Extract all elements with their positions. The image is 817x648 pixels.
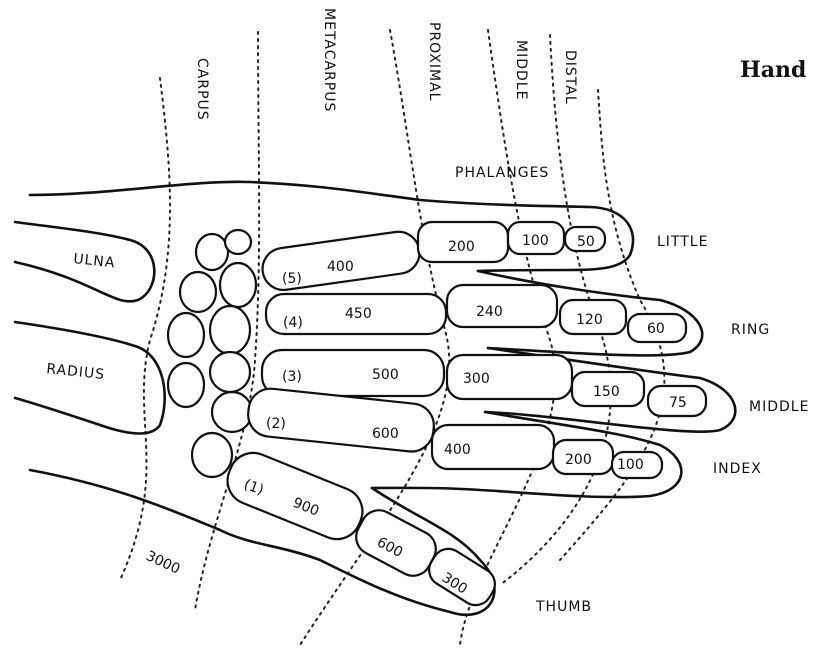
value-ring-proximal: 240	[476, 304, 503, 320]
value-middle-metacarpal: 500	[372, 367, 399, 383]
value-little-proximal: 200	[448, 239, 475, 255]
value-ring-middle: 120	[576, 312, 603, 328]
digit-number-5: (5)	[282, 271, 302, 287]
carpal-bone	[220, 263, 256, 307]
value-middle-middle: 150	[593, 384, 620, 400]
value-index-distal: 100	[617, 457, 644, 473]
digit-number-4: (4)	[283, 315, 303, 331]
value-index-middle: 200	[565, 452, 592, 468]
value-middle-distal: 75	[669, 395, 687, 411]
value-little-metacarpal: 400	[327, 259, 354, 275]
region-labels: CARPUS METACARPUS PROXIMAL MIDDLE DISTAL…	[194, 8, 578, 181]
carpal-bone	[168, 363, 204, 407]
value-little-middle: 100	[522, 233, 549, 249]
value-index-metacarpal: 600	[372, 426, 399, 442]
boundary-forearm-carpus	[120, 78, 170, 580]
value-middle-proximal: 300	[463, 371, 490, 387]
carpal-bones	[168, 230, 256, 477]
value-ring-metacarpal: 450	[345, 306, 372, 322]
label-finger-little: LITTLE	[657, 234, 708, 250]
label-finger-middle: MIDDLE	[749, 399, 809, 415]
carpal-bone	[196, 234, 228, 270]
value-ring-distal: 60	[647, 321, 665, 337]
label-finger-ring: RING	[731, 322, 770, 338]
label-middle-region: MIDDLE	[513, 40, 529, 100]
label-distal: DISTAL	[562, 50, 578, 105]
label-finger-index: INDEX	[713, 461, 762, 477]
label-radius: RADIUS	[46, 361, 106, 383]
label-metacarpus: METACARPUS	[321, 8, 337, 112]
value-carpus: 3000	[143, 548, 182, 578]
value-index-proximal: 400	[444, 442, 471, 458]
label-carpus: CARPUS	[194, 58, 210, 121]
carpal-bone	[210, 352, 250, 392]
label-phalanges: PHALANGES	[455, 165, 549, 181]
diagram-title: Hand	[740, 57, 806, 83]
label-proximal: PROXIMAL	[426, 22, 442, 101]
carpal-bone	[192, 433, 232, 477]
carpal-bone	[210, 306, 250, 354]
carpal-bone	[180, 272, 216, 312]
carpal-bone	[168, 313, 204, 357]
label-ulna: ULNA	[73, 251, 117, 271]
carpal-bone	[212, 392, 252, 432]
carpal-bone	[225, 230, 251, 254]
label-finger-thumb: THUMB	[535, 599, 592, 615]
digit-number-3: (3)	[282, 369, 302, 385]
digit-number-2: (2)	[266, 416, 286, 432]
value-little-distal: 50	[577, 234, 595, 250]
